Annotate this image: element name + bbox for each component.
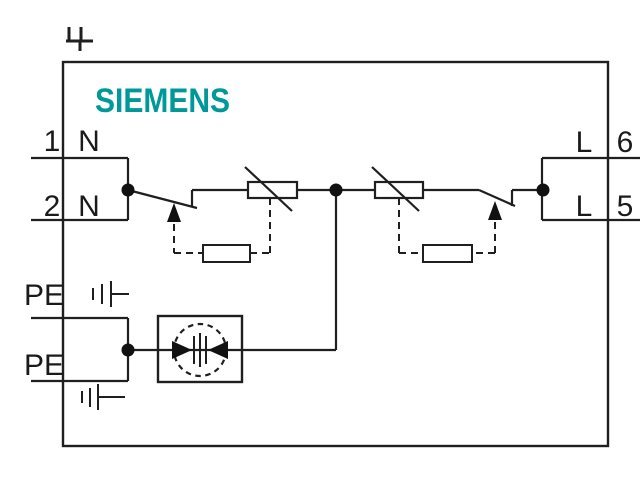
earth-icon (92, 281, 129, 307)
terminal-label-pe1: PE (24, 279, 64, 312)
trip-arrow-icon (488, 201, 502, 220)
terminal-number-2: 2 (44, 190, 61, 223)
thermal-disconnector-icon (202, 198, 271, 263)
varistor-icon (371, 166, 425, 212)
device-enclosure (61, 60, 610, 448)
junction-dot (536, 183, 550, 197)
earth-icon (81, 384, 125, 410)
terminal-label-n1: N (78, 125, 100, 158)
spark-gap-arrow-right (208, 341, 228, 359)
terminal-number-6: 6 (617, 126, 634, 159)
varistor-icon (244, 166, 299, 212)
terminal-label-l5: L (576, 190, 593, 223)
terminal-number-5: 5 (617, 190, 634, 223)
spark-gap-icon (156, 314, 244, 384)
thermal-disconnect-switch-icon (127, 188, 203, 254)
terminal-label-l6: L (576, 126, 593, 159)
trip-arrow-icon (167, 203, 181, 222)
thermal-disconnector-icon (398, 198, 473, 263)
terminal-label-pe2: PE (24, 349, 64, 382)
terminal-number-1: 1 (44, 125, 61, 158)
junction-dot (329, 183, 343, 197)
spark-gap-arrow-left (172, 341, 192, 359)
frame-earth-icon (66, 27, 93, 51)
thermal-disconnect-switch-icon (472, 188, 516, 254)
circuit-wires (128, 188, 543, 352)
brand-logo: SIEMENS (95, 82, 230, 120)
junction-dot (121, 183, 135, 197)
terminal-label-n2: N (78, 190, 100, 223)
terminal-block-n: 1 N 2 N (31, 125, 130, 223)
junction-dot (121, 343, 135, 357)
terminal-block-l: L 6 L 5 (540, 126, 640, 223)
